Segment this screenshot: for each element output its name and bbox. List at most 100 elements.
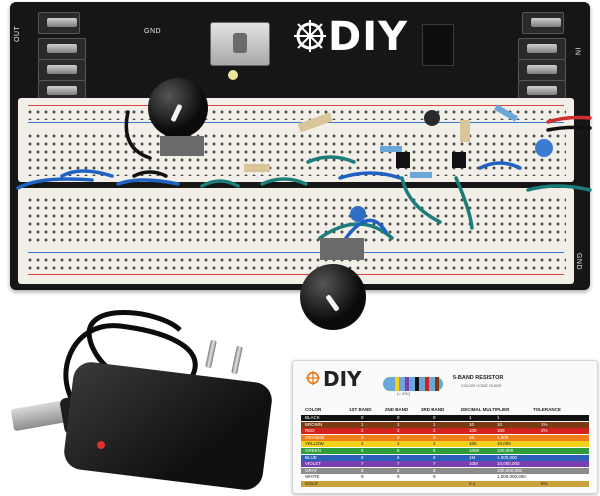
cell-b2: 5 (397, 448, 400, 453)
cell-mult-a: 10M (469, 461, 478, 467)
rail-holes-lower (26, 256, 566, 272)
cell-b2: 8 (397, 467, 400, 473)
cell-mult-a: 10 (469, 421, 475, 427)
card-logo-icon (305, 370, 321, 386)
table-row: RED 2 2 2 100 100 2% (301, 428, 589, 435)
board-logo-text: DIY (328, 14, 409, 60)
cell-name: ORANGE (305, 434, 325, 440)
cell-b3: 3 (433, 434, 436, 440)
cell-tol: 5% (541, 481, 548, 486)
cell-b3: 8 (433, 467, 436, 473)
rail-positive-lower (28, 274, 564, 275)
knob-indicator (170, 103, 183, 123)
power-adapter (62, 360, 274, 492)
cell-tol: 2% (541, 428, 548, 434)
cell-b2: 9 (397, 474, 400, 480)
cell-b1: 7 (361, 461, 364, 467)
rail-negative-lower (28, 252, 564, 253)
card-subtitle: COLOR CODE GUIDE (461, 383, 502, 388)
resistor-illustration (383, 377, 443, 391)
card-example: (= 47K) (397, 391, 411, 396)
rail-positive (28, 105, 564, 106)
terminal-holes (26, 132, 566, 176)
cell-name: VIOLET (305, 461, 322, 467)
cell-mult-a: 0.1 (469, 481, 476, 486)
cell-name: WHITE (305, 474, 320, 480)
cell-b2: 2 (397, 428, 400, 434)
adapter-led (97, 441, 105, 449)
table-row: GOLD 0.1 5% (301, 481, 589, 487)
header-band3: 3RD BAND (421, 407, 445, 412)
cell-b1: 0 (361, 415, 364, 420)
breadboard-lower (18, 188, 574, 284)
card-logo-text: DIY (323, 367, 362, 391)
cell-name: RED (305, 428, 315, 434)
cell-b1: 3 (361, 434, 364, 440)
cell-b3: 9 (433, 474, 436, 480)
cell-mult-a: 100 (469, 428, 477, 434)
header-multiplier: DECIMAL MULTIPLIER (461, 407, 510, 412)
cell-name: BLUE (305, 454, 317, 460)
rail-negative (28, 122, 564, 123)
cell-mult-b: 10 (497, 421, 503, 427)
cell-b3: 6 (433, 454, 436, 460)
cell-mult-b: 100 (497, 428, 505, 434)
cell-b3: 2 (433, 428, 436, 434)
resistor-color-code-card: DIY 5-BAND RESISTOR COLOR CODE GUIDE (= … (292, 360, 598, 494)
cell-b1: 8 (361, 467, 364, 473)
cell-mult-b: 1,000 (497, 434, 509, 440)
header-color: COLOR (305, 407, 322, 412)
cell-mult-a: 100K (469, 448, 480, 453)
cell-b3: 7 (433, 461, 436, 467)
cell-name: YELLOW (305, 441, 324, 447)
dc-power-jack[interactable] (422, 24, 454, 66)
toggle-switch[interactable] (210, 22, 270, 66)
potentiometer-body-bottom (320, 238, 364, 260)
cell-b2: 0 (397, 415, 400, 420)
cell-b2: 7 (397, 461, 400, 467)
card-title: 5-BAND RESISTOR (453, 375, 504, 381)
cell-name: GREEN (305, 448, 322, 453)
cell-mult-b: 1,000,000 (497, 454, 518, 460)
cell-b1: 5 (361, 448, 364, 453)
in-jack-top[interactable] (522, 12, 564, 34)
out-jack-top[interactable] (38, 12, 80, 34)
cell-name: BROWN (305, 421, 323, 427)
table-row: ORANGE 3 3 3 1K 1,000 (301, 434, 589, 441)
jumper-wires (16, 104, 592, 240)
knob-indicator (325, 294, 340, 312)
cell-b3: 5 (433, 448, 436, 453)
diy-logo-icon (294, 20, 326, 52)
cell-b3: 4 (433, 441, 436, 447)
potentiometer-knob-top[interactable] (148, 78, 208, 138)
cell-b1: 2 (361, 428, 364, 434)
cell-name: GOLD (305, 481, 318, 486)
cell-mult-b: 1,000,000,000 (497, 474, 526, 480)
table-row: BLACK 0 0 0 1 1 (301, 415, 589, 421)
header-band1: 1ST BAND (349, 407, 372, 412)
cell-b3: 1 (433, 421, 436, 427)
cell-mult-a: 1 (469, 415, 472, 420)
cell-b2: 6 (397, 454, 400, 460)
potentiometer-body-top (160, 136, 204, 156)
cell-b3: 0 (433, 415, 436, 420)
cell-mult-b: 10,000 (497, 441, 511, 447)
cell-name: BLACK (305, 415, 320, 420)
cell-mult-a: 1K (469, 434, 475, 440)
cell-b1: 6 (361, 454, 364, 460)
cell-mult-b: 1 (497, 415, 500, 420)
gnd-label: GND (144, 28, 162, 35)
potentiometer-knob-bottom[interactable] (300, 264, 366, 330)
cell-b2: 4 (397, 441, 400, 447)
cell-b2: 3 (397, 434, 400, 440)
indicator-led (228, 70, 238, 80)
cell-mult-a: 10K (469, 441, 478, 447)
header-band2: 2ND BAND (385, 407, 409, 412)
